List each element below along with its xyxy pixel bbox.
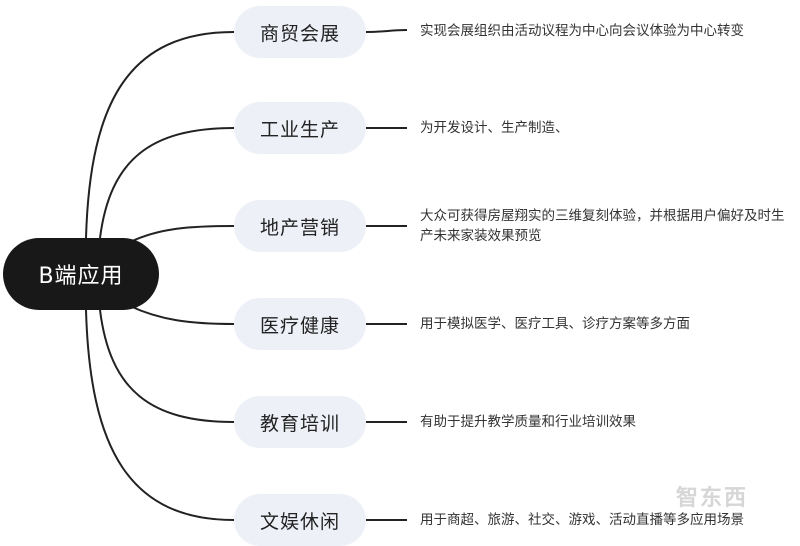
root-link-4 — [129, 305, 235, 325]
branch-description: 为开发设计、生产制造、 — [420, 120, 569, 136]
watermark: 智东西 — [676, 486, 749, 511]
branch-node-industrial-production[interactable]: 工业生产 — [234, 102, 366, 154]
branch-description: 实现会展组织由活动议程为中心向会议体验为中心转变 — [420, 23, 744, 39]
desc-link-1 — [365, 29, 408, 33]
root-link-3 — [129, 225, 235, 243]
branch-description: 用于模拟医学、医疗工具、诊疗方案等多方面 — [420, 316, 690, 332]
branch-node-education-training[interactable]: 教育培训 — [234, 396, 366, 448]
branch-node-real-estate-marketing[interactable]: 地产营销 — [234, 200, 366, 252]
root-link-5 — [99, 309, 235, 423]
branch-description: 有助于提升教学质量和行业培训效果 — [420, 414, 636, 430]
branch-node-trade-exhibition[interactable]: 商贸会展 — [234, 6, 366, 58]
branch-description: 用于商超、旅游、社交、游戏、活动直播等多应用场景 — [420, 512, 744, 528]
root-link-1 — [85, 31, 235, 239]
branch-node-entertainment-leisure[interactable]: 文娱休闲 — [234, 494, 366, 546]
branch-node-healthcare[interactable]: 医疗健康 — [234, 298, 366, 350]
branch-description: 大众可获得房屋翔实的三维复刻体验，并根据用户偏好及时生产未来家装效果预览 — [420, 208, 785, 244]
root-link-2 — [99, 127, 235, 239]
root-link-6 — [85, 309, 235, 521]
root-node[interactable]: B端应用 — [3, 238, 159, 310]
